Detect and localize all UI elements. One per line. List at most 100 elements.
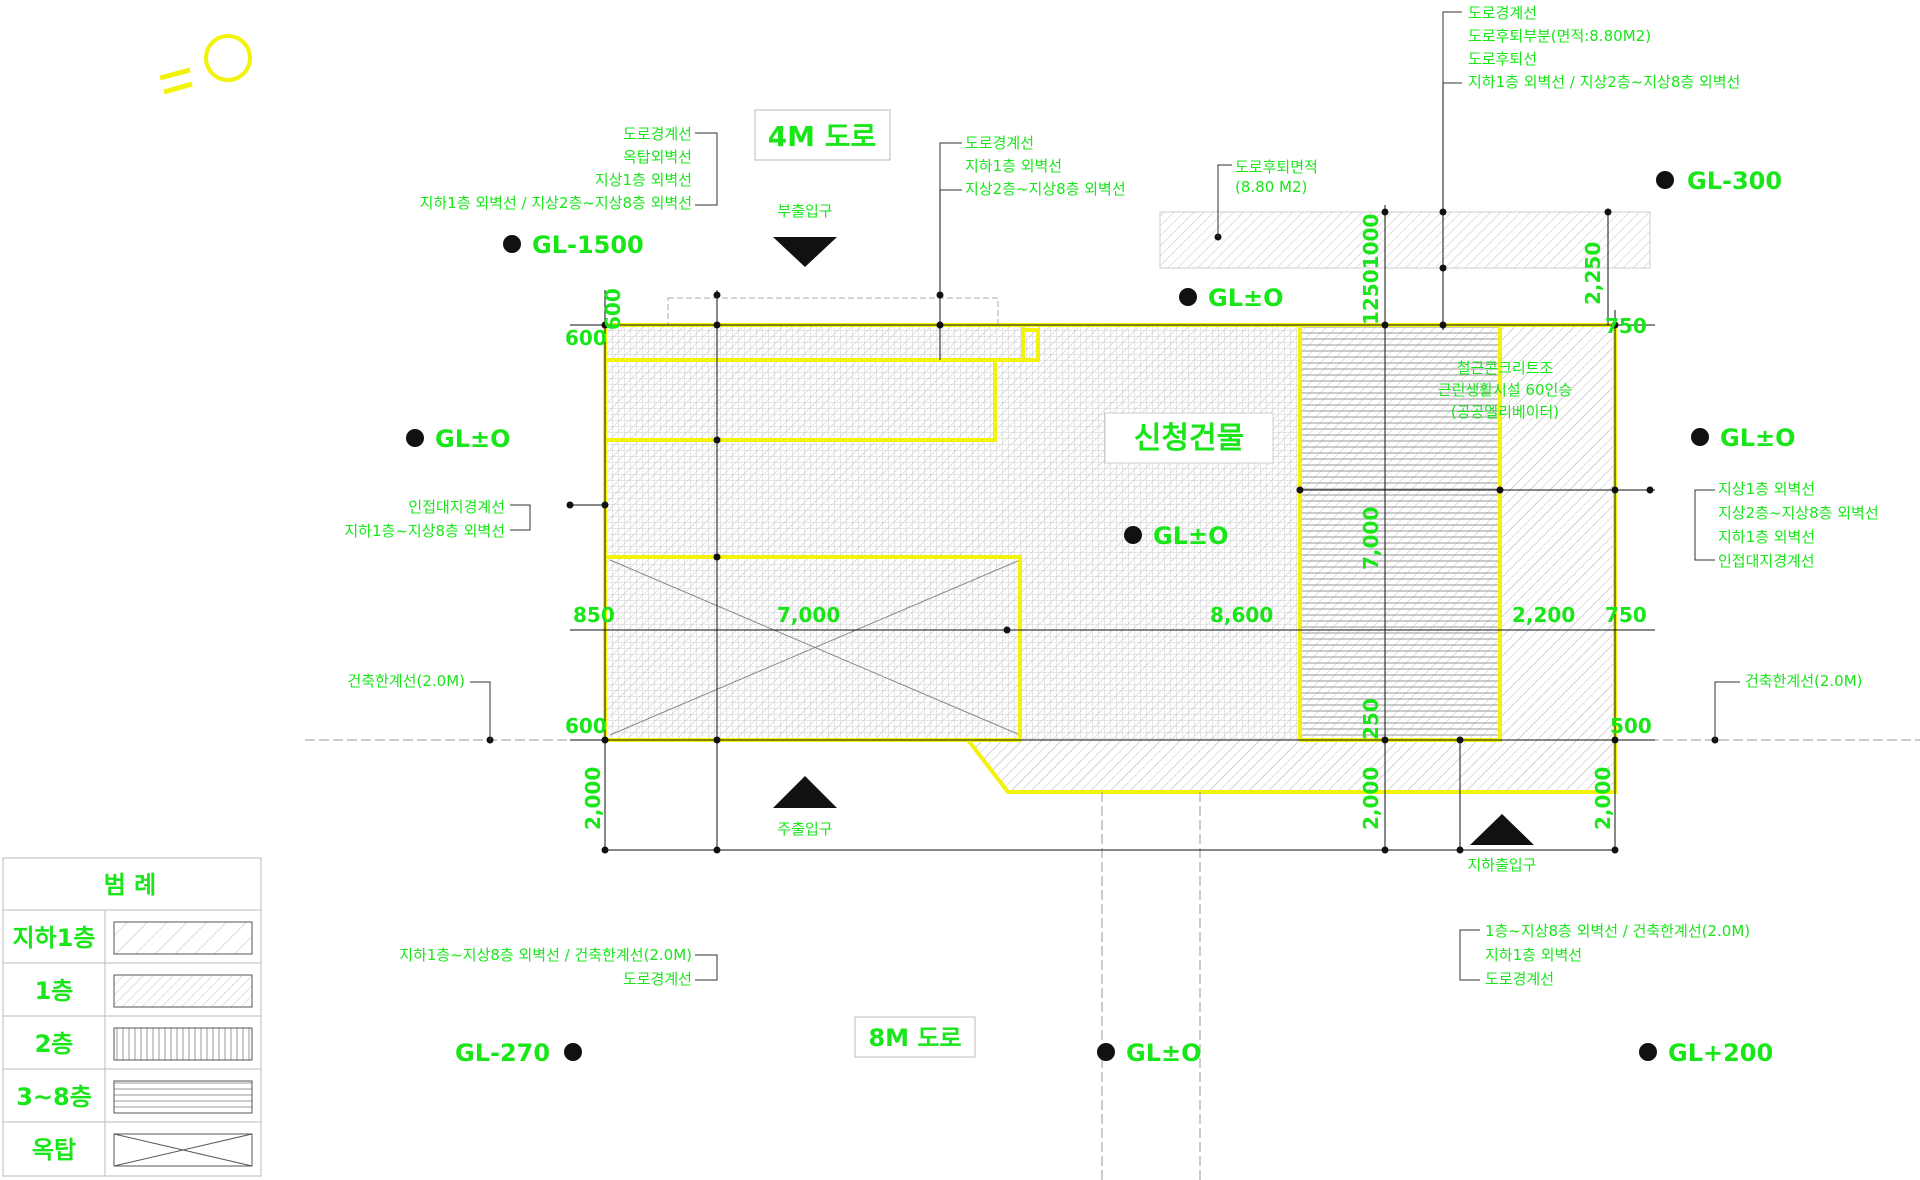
notes-setback-area: 도로후퇴면적 (8.80 M2) <box>1235 158 1318 196</box>
svg-text:철근콘크리트조: 철근콘크리트조 <box>1457 359 1554 377</box>
svg-text:지하1층: 지하1층 <box>13 924 96 952</box>
svg-text:지하1층 외벽선: 지하1층 외벽선 <box>1718 528 1815 546</box>
north-arrow-icon <box>159 34 252 95</box>
road-bottom-label: 8M 도로 <box>854 1016 976 1058</box>
legend-row-b1: 지하1층 <box>13 921 253 955</box>
svg-text:지상1층 외벽선: 지상1층 외벽선 <box>595 171 692 189</box>
svg-text:7,000: 7,000 <box>1359 507 1383 570</box>
svg-text:GL±O: GL±O <box>1208 284 1284 312</box>
legend-row-roof: 옥탑 <box>32 1133 253 1167</box>
notes-left-mid: 인접대지경계선 지하1층~지상8층 외벽선 <box>344 498 505 540</box>
level-gl-270: GL-270 <box>455 1039 582 1067</box>
notes-bottom-left: 지하1층~지상8층 외벽선 / 건축한계선(2.0M) 도로경계선 <box>399 946 692 988</box>
level-gl-0-center: GL±O <box>1124 522 1229 550</box>
dimension-labels: 600 600 600 850 7,000 8,600 2,200 750 75… <box>565 214 1652 830</box>
svg-text:8,600: 8,600 <box>1210 603 1273 627</box>
svg-text:지하1층 외벽선: 지하1층 외벽선 <box>965 157 1062 175</box>
svg-text:250: 250 <box>1359 698 1383 740</box>
svg-text:2,000: 2,000 <box>581 767 605 830</box>
level-gl-0-left: GL±O <box>406 425 511 453</box>
svg-text:3~8층: 3~8층 <box>16 1083 92 1111</box>
svg-text:2,000: 2,000 <box>1591 767 1615 830</box>
notes-bottom-right: 1층~지상8층 외벽선 / 건축한계선(2.0M) 지하1층 외벽선 도로경계선 <box>1485 922 1750 988</box>
notes-top-mid: 도로경계선 지하1층 외벽선 지상2층~지상8층 외벽선 <box>965 134 1126 198</box>
svg-text:옥탑: 옥탑 <box>32 1136 76 1164</box>
svg-text:GL-270: GL-270 <box>455 1039 550 1067</box>
svg-text:근린생활시설 60인승: 근린생활시설 60인승 <box>1438 381 1572 399</box>
svg-text:850: 850 <box>573 603 615 627</box>
level-gl-1500: GL-1500 <box>503 231 644 259</box>
svg-text:지하1층~지상8층 외벽선: 지하1층~지상8층 외벽선 <box>344 522 505 540</box>
dimension-dots <box>486 208 1719 854</box>
svg-text:도로경계선: 도로경계선 <box>965 134 1034 152</box>
svg-text:지하1층 외벽선 / 지상2층~지상8층 외벽선: 지하1층 외벽선 / 지상2층~지상8층 외벽선 <box>1468 73 1740 91</box>
svg-text:GL-300: GL-300 <box>1687 167 1782 195</box>
svg-text:부출입구: 부출입구 <box>777 202 832 220</box>
level-gl-0-right: GL±O <box>1691 424 1796 452</box>
svg-text:GL±O: GL±O <box>1720 424 1796 452</box>
svg-text:2,000: 2,000 <box>1359 767 1383 830</box>
road-setback-area <box>1159 211 1651 269</box>
svg-text:건축한계선(2.0M): 건축한계선(2.0M) <box>347 672 465 690</box>
sub-entrance-marker: 부출입구 <box>773 202 837 267</box>
legend-row-2f: 2층 <box>35 1027 253 1061</box>
svg-text:지하1층 외벽선: 지하1층 외벽선 <box>1485 946 1582 964</box>
svg-text:750: 750 <box>1605 314 1647 338</box>
svg-text:2,250: 2,250 <box>1581 242 1605 305</box>
svg-text:지하1층 외벽선 / 지상2층~지상8층 외벽선: 지하1층 외벽선 / 지상2층~지상8층 외벽선 <box>420 194 692 212</box>
svg-text:도로후퇴선: 도로후퇴선 <box>1468 50 1537 68</box>
note-building-limit-left: 건축한계선(2.0M) <box>347 672 465 690</box>
svg-text:신청건물: 신청건물 <box>1134 421 1244 456</box>
svg-text:도로후퇴면적: 도로후퇴면적 <box>1235 158 1318 176</box>
svg-text:4M 도로: 4M 도로 <box>768 120 877 153</box>
svg-text:인접대지경계선: 인접대지경계선 <box>1718 552 1815 570</box>
svg-text:도로경계선: 도로경계선 <box>1485 970 1554 988</box>
svg-text:주출입구: 주출입구 <box>777 820 832 838</box>
svg-text:750: 750 <box>1605 603 1647 627</box>
svg-text:도로후퇴부분(면적:8.80M2): 도로후퇴부분(면적:8.80M2) <box>1468 27 1651 45</box>
svg-text:인접대지경계선: 인접대지경계선 <box>408 498 505 516</box>
legend-title: 범 례 <box>104 871 157 899</box>
notes-top-left: 도로경계선 옥탑외벽선 지상1층 외벽선 지하1층 외벽선 / 지상2층~지상8… <box>420 125 692 212</box>
svg-text:600: 600 <box>565 326 607 350</box>
road-top-label: 4M 도로 <box>754 109 891 161</box>
legend: 범 례 지하1층 1층 2층 3~8층 옥탑 <box>2 857 262 1177</box>
svg-text:500: 500 <box>1610 714 1652 738</box>
notes-right-mid: 지상1층 외벽선 지상2층~지상8층 외벽선 지하1층 외벽선 인접대지경계선 <box>1718 480 1879 570</box>
svg-text:GL±O: GL±O <box>1153 522 1229 550</box>
svg-text:7,000: 7,000 <box>777 603 840 627</box>
main-entrance-marker: 주출입구 <box>773 776 837 838</box>
svg-text:(8.80 M2): (8.80 M2) <box>1235 178 1307 196</box>
svg-text:지하1층~지상8층 외벽선 / 건축한계선(2.0M): 지하1층~지상8층 외벽선 / 건축한계선(2.0M) <box>399 946 692 964</box>
svg-text:GL±O: GL±O <box>435 425 511 453</box>
svg-text:1층~지상8층 외벽선 / 건축한계선(2.0M): 1층~지상8층 외벽선 / 건축한계선(2.0M) <box>1485 922 1750 940</box>
svg-text:지상2층~지상8층 외벽선: 지상2층~지상8층 외벽선 <box>965 180 1126 198</box>
svg-text:옥탑외벽선: 옥탑외벽선 <box>623 148 692 166</box>
basement-entrance-marker: 지하출입구 <box>1467 814 1537 874</box>
svg-text:12501000: 12501000 <box>1359 214 1383 325</box>
leader-lines <box>470 11 1740 981</box>
notes-top-right: 도로경계선 도로후퇴부분(면적:8.80M2) 도로후퇴선 지하1층 외벽선 /… <box>1468 4 1740 91</box>
svg-text:(공공엘리베이터): (공공엘리베이터) <box>1451 403 1559 421</box>
level-gl-200: GL+200 <box>1639 1039 1773 1067</box>
svg-text:2,200: 2,200 <box>1512 603 1575 627</box>
svg-text:지하출입구: 지하출입구 <box>1467 856 1536 874</box>
svg-text:도로경계선: 도로경계선 <box>623 970 692 988</box>
note-building-limit-right: 건축한계선(2.0M) <box>1745 672 1863 690</box>
svg-text:2층: 2층 <box>35 1030 74 1058</box>
svg-text:8M 도로: 8M 도로 <box>868 1024 961 1052</box>
level-gl-300: GL-300 <box>1656 167 1782 195</box>
svg-text:도로경계선: 도로경계선 <box>623 125 692 143</box>
svg-text:GL+200: GL+200 <box>1668 1039 1773 1067</box>
svg-text:지상2층~지상8층 외벽선: 지상2층~지상8층 외벽선 <box>1718 504 1879 522</box>
svg-text:GL±O: GL±O <box>1126 1039 1202 1067</box>
svg-text:건축한계선(2.0M): 건축한계선(2.0M) <box>1745 672 1863 690</box>
legend-row-1f: 1층 <box>35 974 253 1008</box>
level-markers: GL-1500 GL-300 GL±O GL±O GL±O GL±O GL-27… <box>406 167 1796 1067</box>
svg-text:600: 600 <box>601 288 625 330</box>
svg-text:600: 600 <box>565 714 607 738</box>
svg-text:도로경계선: 도로경계선 <box>1468 4 1537 22</box>
legend-row-3-8f: 3~8층 <box>16 1080 253 1114</box>
svg-text:지상1층 외벽선: 지상1층 외벽선 <box>1718 480 1815 498</box>
